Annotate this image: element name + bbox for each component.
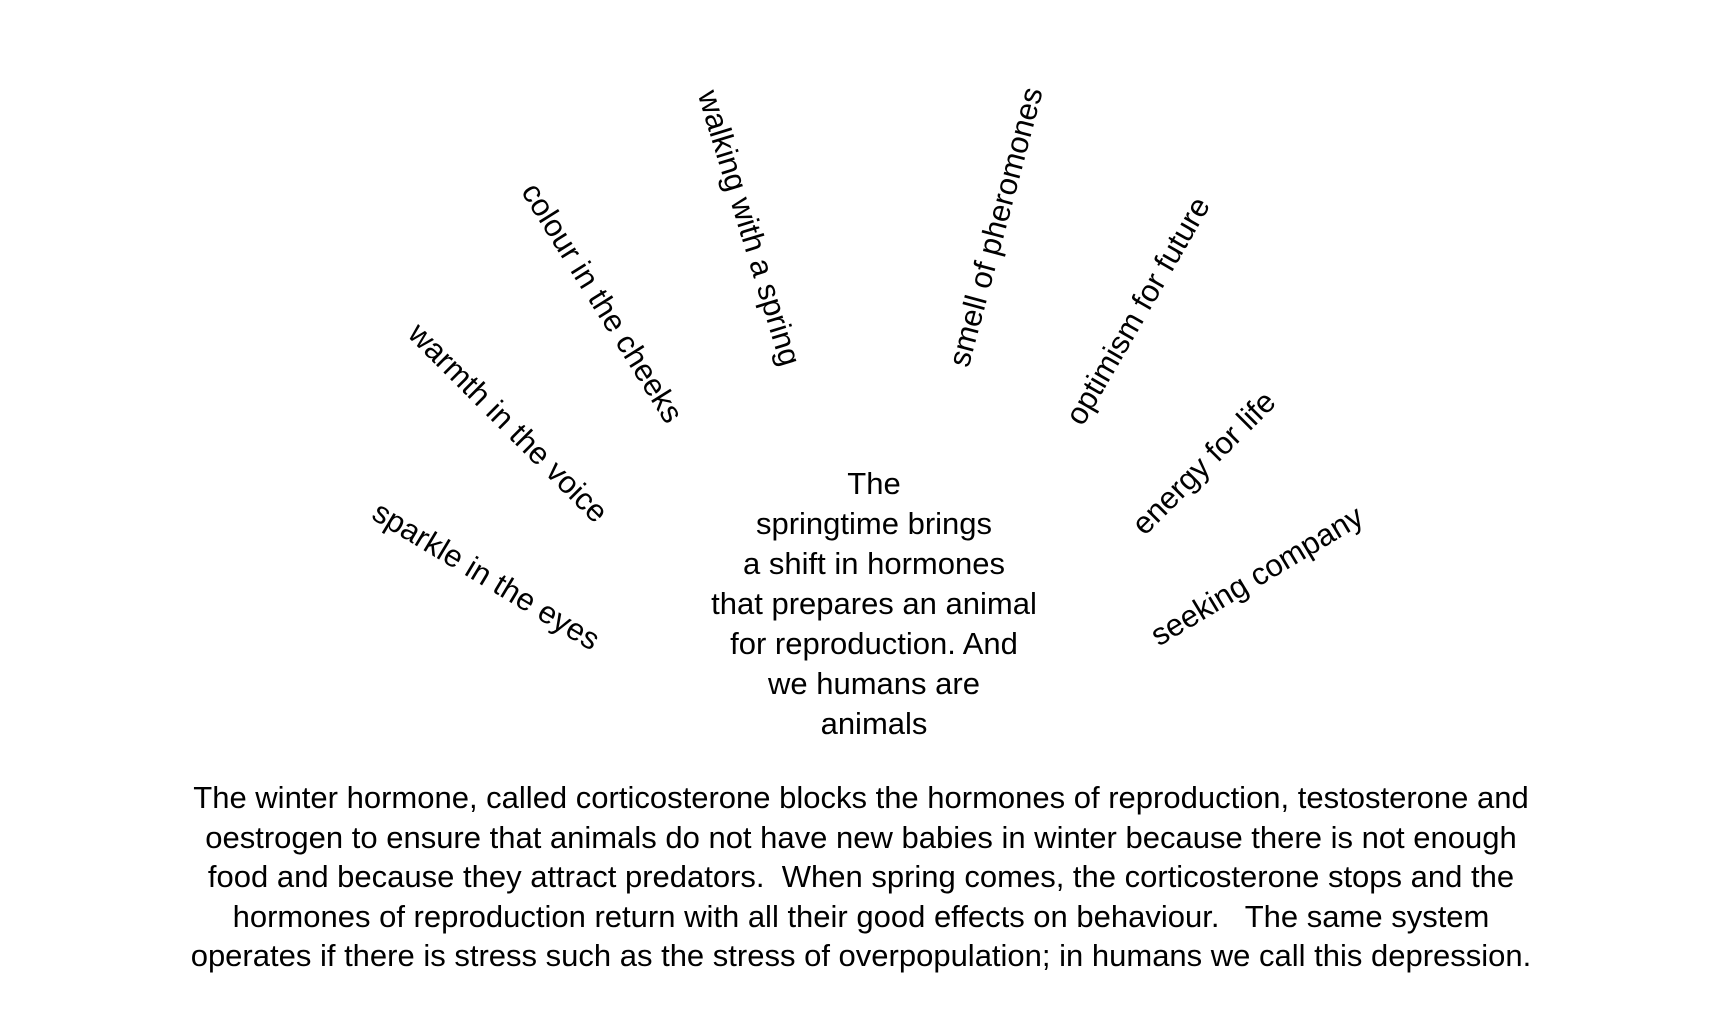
center-line: a shift in hormones xyxy=(743,546,1005,581)
center-line: that prepares an animal xyxy=(711,586,1037,621)
paragraph-line: oestrogen to ensure that animals do not … xyxy=(205,819,1517,855)
explanation-paragraph: The winter hormone, called corticosteron… xyxy=(20,778,1702,976)
ray-label-seeking: seeking company xyxy=(1144,498,1370,653)
center-line: for reproduction. And xyxy=(730,626,1018,661)
ray-label-walking: walking with a spring xyxy=(690,85,809,370)
paragraph-line: food and because they attract predators.… xyxy=(207,859,1515,894)
center-line: we humans are xyxy=(768,666,980,701)
center-line: The xyxy=(847,466,901,501)
paragraph-line: The winter hormone, called corticosteron… xyxy=(193,780,1529,815)
ray-label-sparkle: sparkle in the eyes xyxy=(366,494,607,658)
ray-label-energy: energy for life xyxy=(1124,383,1283,542)
ray-label-optimism: optimism for future xyxy=(1058,190,1217,431)
paragraph-line: hormones of reproduction return with all… xyxy=(232,898,1490,934)
ray-label-colour: colour in the cheeks xyxy=(514,176,691,429)
center-text: The springtime brings a shift in hormone… xyxy=(674,464,1074,744)
center-line: springtime brings xyxy=(755,506,993,541)
paragraph-line: operates if there is stress such as the … xyxy=(190,938,1532,973)
ray-label-pheromones: smell of pheromones xyxy=(941,83,1050,371)
center-line: animals xyxy=(820,706,928,741)
ray-label-warmth: warmth in the voice xyxy=(401,315,616,530)
